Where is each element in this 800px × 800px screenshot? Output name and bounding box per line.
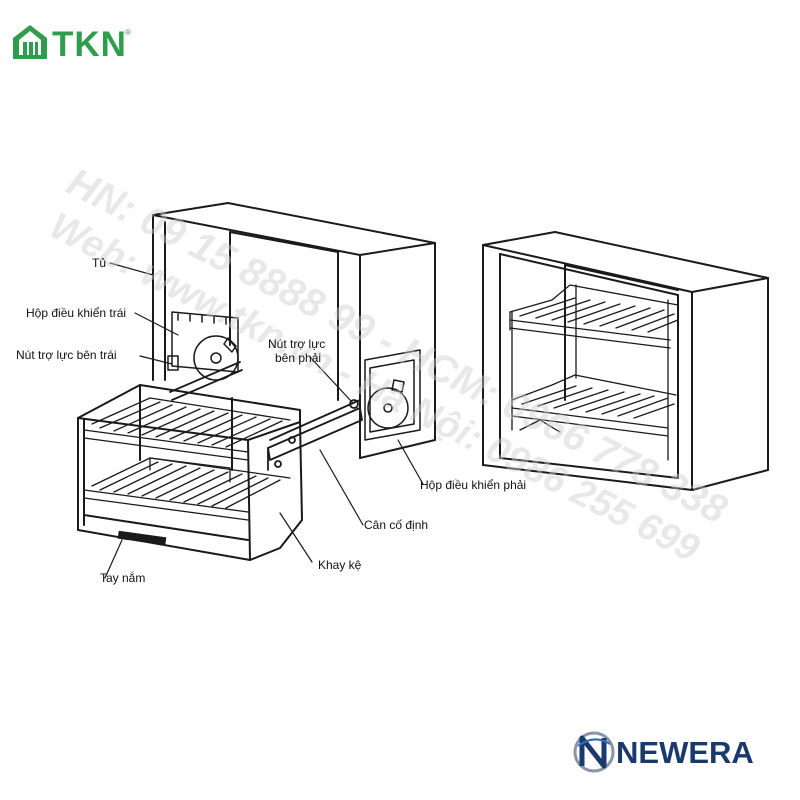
fixed-arm	[267, 399, 363, 471]
label-handle: Tay nắm	[100, 571, 146, 585]
label-fixed-arm: Cân cố định	[364, 518, 429, 532]
right-cabinet	[482, 231, 769, 491]
newera-logo: NEWERA	[572, 724, 782, 782]
label-cabinet: Tủ	[92, 256, 107, 270]
label-right-control-box: Hộp điều khiển phải	[420, 478, 527, 492]
leader-lines	[104, 262, 424, 579]
label-left-assist-button: Nút trợ lực bên trái	[16, 348, 117, 362]
left-cabinet	[152, 202, 436, 459]
tkn-house-icon	[13, 25, 47, 59]
pulled-out-basket	[77, 384, 303, 561]
label-left-control-box: Hộp điều khiển trái	[26, 306, 127, 320]
stowed-basket	[509, 284, 679, 461]
left-arm	[169, 361, 243, 401]
right-control-box	[364, 349, 421, 441]
brand-registered-mark: ®	[125, 28, 131, 37]
label-right-assist-button-line2: bên phải	[275, 351, 322, 365]
label-right-assist-button-line1: Nút trợ lực	[268, 337, 326, 351]
footer-brand-name: NEWERA	[616, 735, 754, 770]
label-basket-shelf: Khay kệ	[318, 558, 362, 572]
brand-name: TKN	[52, 25, 127, 64]
newera-n-icon	[573, 731, 615, 773]
tkn-logo: TKN ®	[10, 22, 140, 70]
